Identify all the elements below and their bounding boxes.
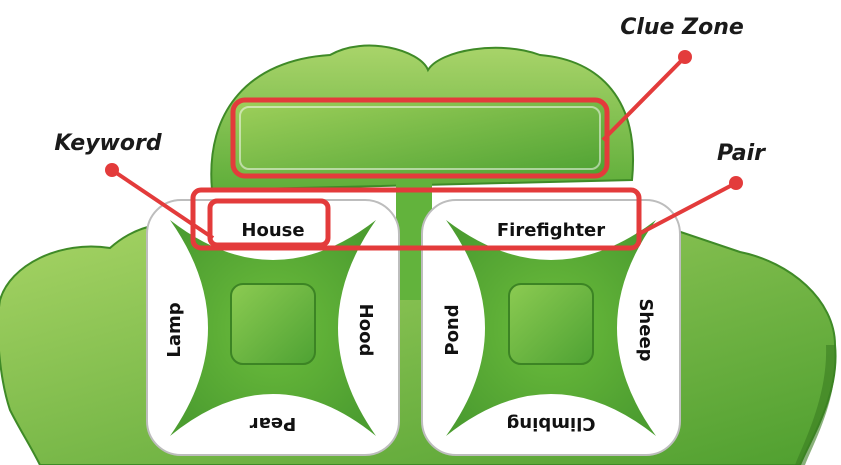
callout-pair: Pair bbox=[636, 141, 766, 237]
card-2-center-square bbox=[508, 283, 594, 365]
card-1-top-word: House bbox=[241, 220, 304, 241]
card-2: Firefighter Pond Sheep Climbing bbox=[421, 199, 681, 456]
callout-clue-zone: Clue Zone bbox=[601, 15, 744, 142]
callout-keyword: Keyword bbox=[54, 131, 215, 240]
card-2-left-word: Pond bbox=[442, 304, 463, 355]
pair-highlight-box bbox=[190, 187, 642, 251]
card-1-center-square bbox=[230, 283, 316, 365]
card-1-left-word: Lamp bbox=[164, 302, 185, 357]
card-1: House Lamp Hood Pear bbox=[146, 199, 400, 456]
pair-label: Pair bbox=[717, 141, 766, 166]
card-2-top-word: Firefighter bbox=[497, 220, 605, 241]
keyword-label: Keyword bbox=[54, 131, 161, 156]
clue-zone-label: Clue Zone bbox=[620, 15, 744, 40]
card-2-right-word: Sheep bbox=[635, 298, 656, 361]
clue-zone bbox=[230, 97, 610, 179]
card-1-right-word: Hood bbox=[355, 304, 376, 357]
card-1-bottom-word: Pear bbox=[250, 413, 297, 434]
keyword-highlight-box bbox=[207, 198, 331, 248]
card-2-bottom-word: Climbing bbox=[506, 413, 595, 434]
